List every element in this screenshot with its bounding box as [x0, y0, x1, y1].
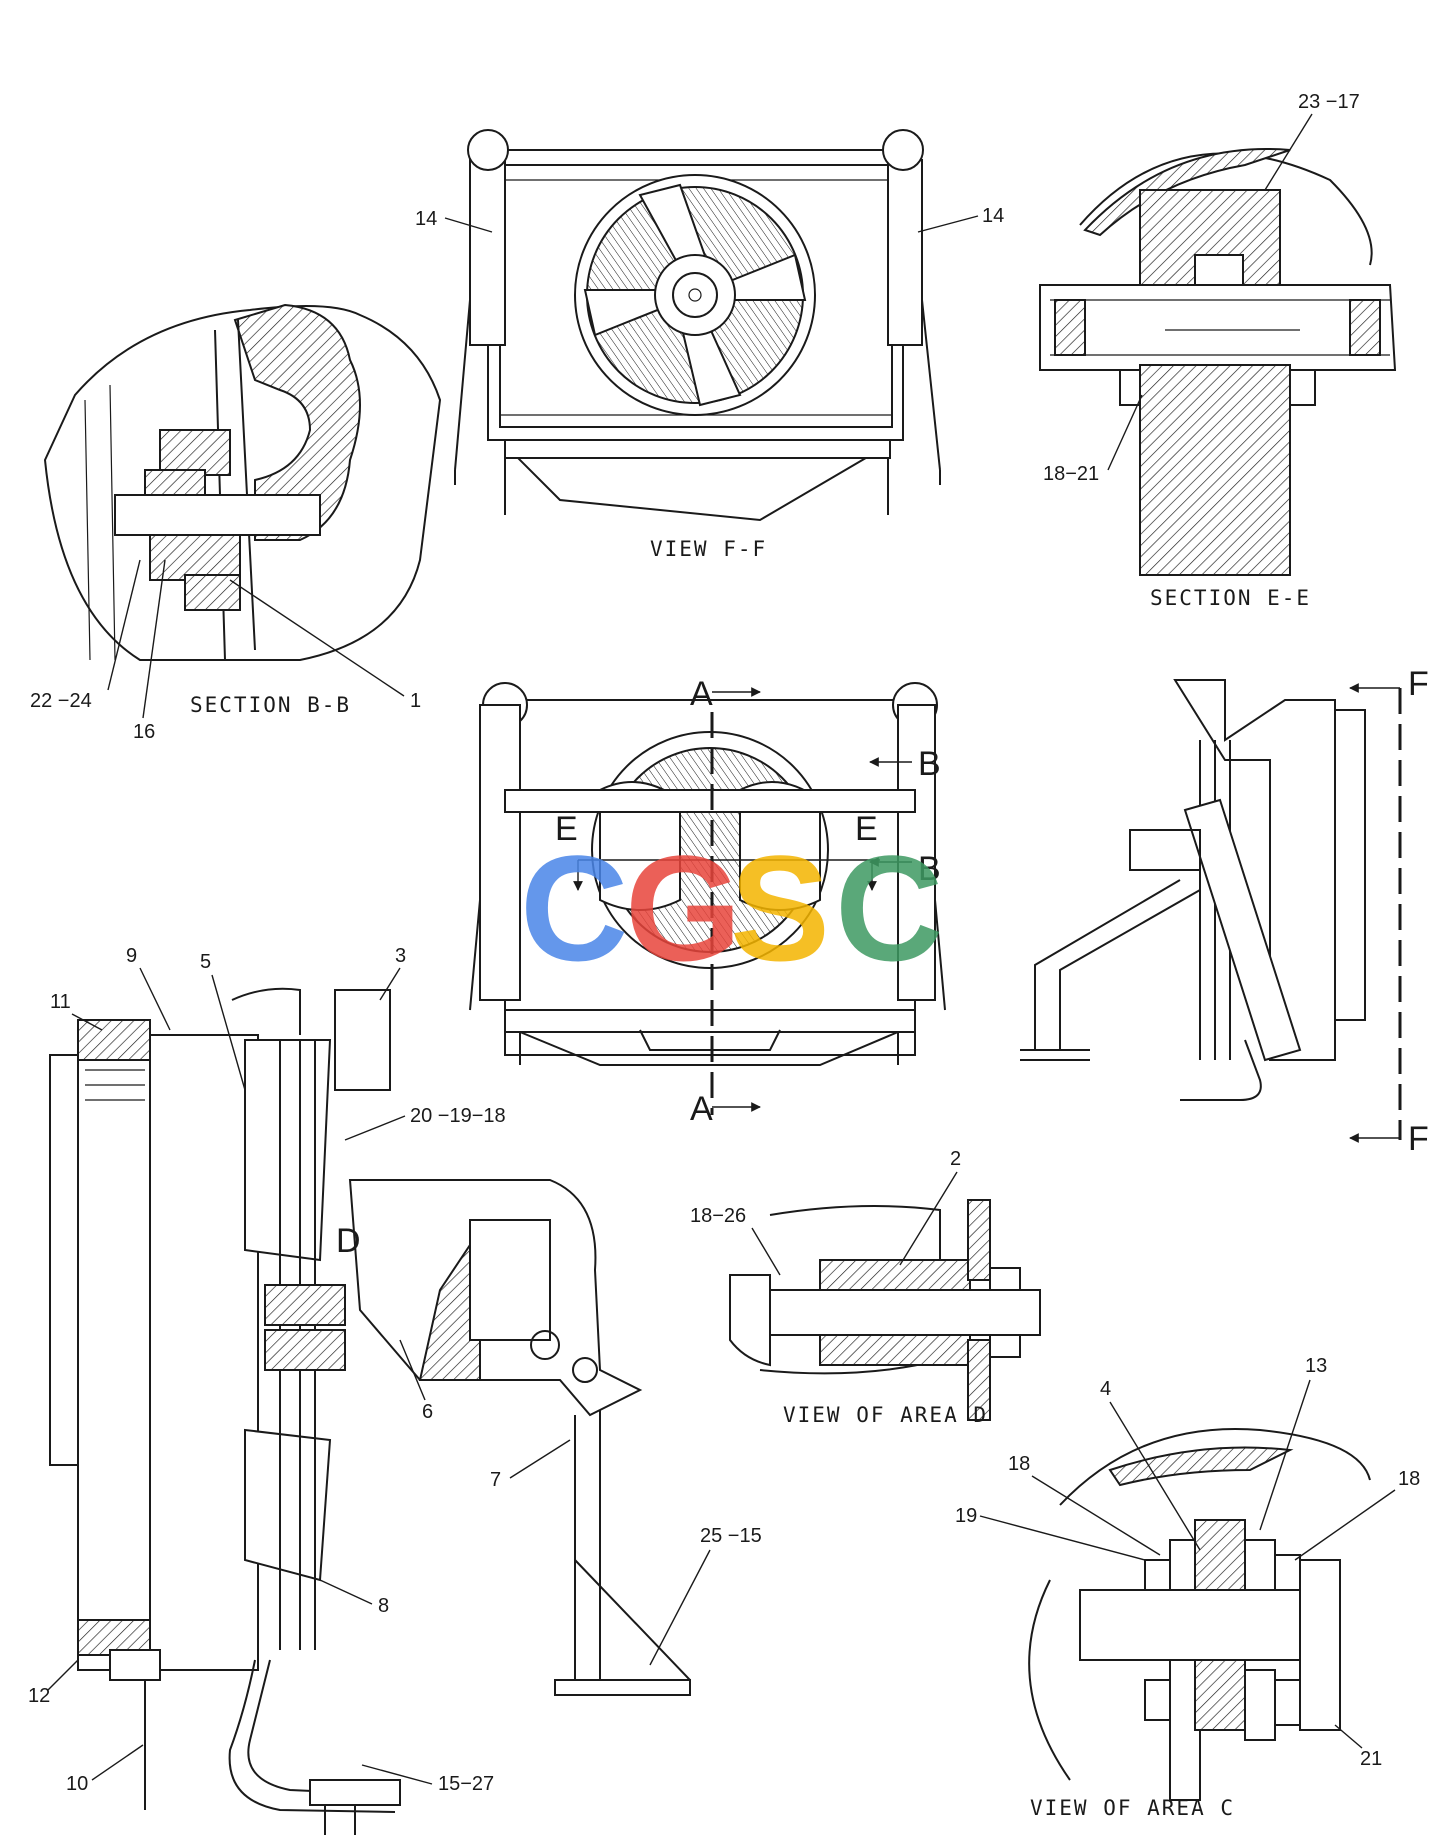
- leader-main-7: [509, 1439, 571, 1479]
- caption-view-area-c: VIEW OF AREA C: [1030, 1796, 1235, 1820]
- callout-main-5: 5: [200, 951, 211, 973]
- marker-d: D: [336, 1222, 361, 1260]
- callout-main-8: 8: [378, 1595, 389, 1617]
- marker-b-upper: B: [918, 745, 941, 783]
- view-area-c-drawing: [1028, 1427, 1371, 1801]
- leader-bb-22-24: [107, 559, 141, 691]
- leader-d-2: [899, 1171, 958, 1266]
- callout-main-6: 6: [422, 1401, 433, 1423]
- callout-main-20-19-18: 20 −19−18: [410, 1105, 506, 1127]
- caption-section-bb: SECTION B-B: [190, 693, 351, 717]
- front-view-drawing: [469, 682, 946, 1066]
- leader-main-8: [319, 1579, 373, 1605]
- callout-main-11: 11: [50, 991, 71, 1013]
- watermark-letter-3: S: [730, 824, 830, 992]
- callout-bb-22-24: 22 −24: [30, 690, 92, 712]
- view-area-d-drawing: [729, 1199, 1041, 1421]
- leader-main-5: [211, 974, 246, 1091]
- leader-c-18-right: [1294, 1489, 1396, 1561]
- watermark-letter-2: G: [625, 824, 742, 992]
- leader-c-4: [1109, 1401, 1201, 1551]
- view-ff-drawing: [454, 129, 941, 522]
- leader-main-3: [379, 967, 401, 1001]
- main-side-drawing: [49, 987, 691, 1835]
- leader-main-11: [71, 1013, 103, 1031]
- leader-main-9: [139, 967, 171, 1031]
- leader-main-6: [399, 1339, 426, 1401]
- callout-c-19: 19: [955, 1505, 977, 1527]
- leader-main-25-15: [649, 1549, 711, 1666]
- marker-e-right: E: [855, 810, 878, 848]
- callout-main-9: 9: [126, 945, 137, 967]
- callout-main-12: 12: [28, 1685, 50, 1707]
- marker-f-top: F: [1408, 665, 1429, 703]
- caption-view-ff: VIEW F-F: [650, 537, 767, 561]
- leader-main-20-19-18: [344, 1115, 406, 1141]
- watermark-logo: C G S C: [520, 824, 943, 992]
- callout-ff-14-right: 14: [982, 205, 1004, 227]
- callout-d-18-26: 18−26: [690, 1205, 746, 1227]
- callout-d-2: 2: [950, 1148, 961, 1170]
- callout-ff-14-left: 14: [415, 208, 437, 230]
- marker-f-bottom: F: [1408, 1120, 1429, 1158]
- callout-c-21: 21: [1360, 1748, 1382, 1770]
- callout-c-4: 4: [1100, 1378, 1111, 1400]
- callout-ee-23-17: 23 −17: [1298, 91, 1360, 113]
- leader-c-19: [979, 1515, 1146, 1561]
- side-view-drawing: [1020, 679, 1366, 1101]
- callout-main-3: 3: [395, 945, 406, 967]
- leader-c-21: [1334, 1724, 1363, 1749]
- caption-section-ee: SECTION E-E: [1150, 586, 1311, 610]
- leader-main-12: [47, 1659, 79, 1691]
- callout-c-13: 13: [1305, 1355, 1327, 1377]
- leader-ff-14-left: [444, 217, 493, 233]
- leader-ee-18-21: [1107, 394, 1143, 471]
- callout-main-10: 10: [66, 1773, 88, 1795]
- leader-ff-14-right: [917, 215, 979, 233]
- callout-main-25-15: 25 −15: [700, 1525, 762, 1547]
- callout-bb-1: 1: [410, 690, 421, 712]
- marker-a-top: A: [690, 675, 713, 713]
- callout-main-7: 7: [490, 1469, 501, 1491]
- leader-c-13: [1259, 1379, 1311, 1531]
- leader-bb-16: [142, 559, 166, 719]
- watermark-letter-4: C: [835, 824, 943, 992]
- section-bb-drawing: [43, 303, 442, 661]
- callout-bb-16: 16: [133, 721, 155, 743]
- marker-b-lower: B: [918, 850, 941, 888]
- callout-c-18-left: 18: [1008, 1453, 1030, 1475]
- callout-main-15-27: 15−27: [438, 1773, 494, 1795]
- marker-e-left: E: [555, 810, 578, 848]
- leader-c-18-left: [1031, 1475, 1161, 1556]
- caption-view-area-d: VIEW OF AREA D: [783, 1403, 988, 1427]
- callout-c-18-right: 18: [1398, 1468, 1420, 1490]
- leader-d-18-26: [751, 1227, 781, 1276]
- callout-ee-18-21: 18−21: [1043, 463, 1099, 485]
- leader-main-10: [91, 1744, 144, 1781]
- marker-a-bottom: A: [690, 1090, 713, 1128]
- section-ee-drawing: [1039, 148, 1397, 576]
- leader-main-15-27: [361, 1764, 433, 1785]
- watermark-letter-1: C: [520, 824, 628, 992]
- leader-bb-1: [229, 579, 405, 697]
- leader-ee-23-17: [1264, 113, 1313, 191]
